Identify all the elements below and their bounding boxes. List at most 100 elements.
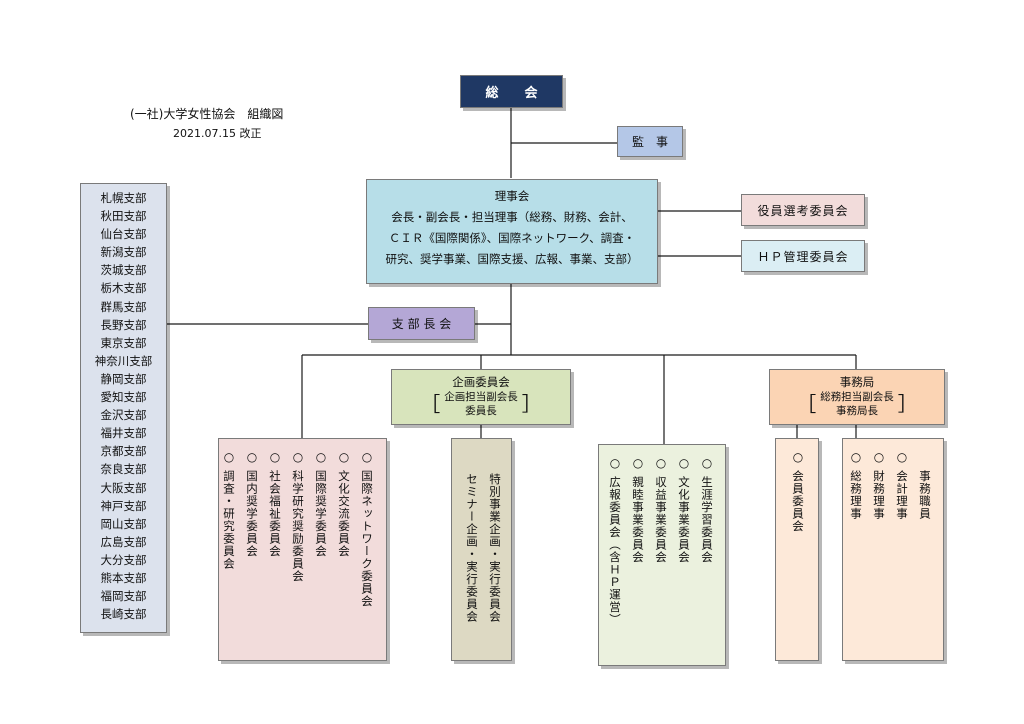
branch-item: 群馬支部 — [100, 299, 147, 314]
branch-item: 東京支部 — [100, 335, 147, 350]
committee-item: ○ 調査・研究委員会 — [219, 450, 239, 608]
committee-name: 文化事業委員会 — [677, 476, 691, 564]
committee-name: 収益事業委員会 — [654, 476, 668, 564]
circle-bullet: ○ — [632, 456, 644, 470]
committee-item: ○ 社会福祉委員会 — [265, 450, 285, 608]
planning-vice-president: 企画担当副会長 — [444, 391, 518, 403]
auditor-box: 監 事 — [617, 126, 683, 157]
branch-item: 栃木支部 — [100, 281, 147, 296]
branch-chief-meeting-box: 支 部 長 会 — [368, 307, 475, 340]
circle-bullet: ○ — [269, 450, 281, 464]
branch-item: 神戸支部 — [100, 498, 147, 513]
committee-item: ○ 収益事業委員会 — [651, 456, 671, 626]
officer-list: ○総務理事 ○ 財務理事 ○ 会計理事 事務職員 — [846, 450, 935, 520]
branch-chief-meeting-label: 支 部 長 会 — [391, 317, 452, 331]
board-members-line-1: 会長・副会長・担当理事（総務、財務、会計、 — [391, 210, 633, 224]
branch-item: 熊本支部 — [100, 570, 147, 585]
committee-item: ○ 親睦事業委員会 — [628, 456, 648, 626]
branch-item: 仙台支部 — [100, 227, 147, 242]
officer-item: ○ 会計理事 — [892, 450, 912, 520]
revision-date: 2021.07.15 改正 — [173, 127, 262, 140]
committee-name: 科学研究奨励委員会 — [291, 470, 305, 583]
committee-item: ○ 文化事業委員会 — [674, 456, 694, 626]
branch-item: 長崎支部 — [100, 607, 147, 622]
branch-item: 秋田支部 — [100, 209, 147, 224]
member-committee-item: ○ 会員委員会 — [788, 450, 808, 533]
secretariat-bracket-left: ［ — [796, 392, 817, 416]
project-committees-box: ○広報委員会（含ＨＰ運営） ○ 親睦事業委員会 ○ 収益事業委員会 ○ 文化事業委員会… — [598, 444, 726, 666]
planning-committee-title: 企画委員会 — [452, 375, 510, 389]
officer-item: 事務職員 — [915, 450, 935, 520]
seminar-committee-list: セミナー企画・実行委員会 特別事業企画・実行委員会 — [462, 473, 505, 623]
planning-bracket-left: ［ — [420, 392, 441, 416]
circle-bullet: ○ — [609, 456, 621, 470]
research-committees-box: ○調査・研究委員会 ○国内奨学委員会 ○社会福祉委員会 ○科学研究奨励委員会 ○… — [218, 438, 387, 661]
circle-bullet: ○ — [246, 450, 258, 464]
planning-bracket-right: ］ — [521, 392, 542, 416]
officer-election-committee-label: 役員選考委員会 — [757, 203, 849, 218]
branch-item: 茨城支部 — [100, 263, 147, 278]
accounting-director: 会計理事 — [895, 470, 909, 520]
branch-list-box: 札幌支部秋田支部仙台支部新潟支部茨城支部栃木支部群馬支部長野支部東京支部神奈川支… — [80, 183, 167, 633]
branch-item: 静岡支部 — [100, 371, 147, 386]
research-committee-list: ○調査・研究委員会 ○国内奨学委員会 ○社会福祉委員会 ○科学研究奨励委員会 ○… — [219, 450, 377, 608]
secretariat-title: 事務局 — [839, 375, 875, 389]
circle-bullet: ○ — [896, 450, 908, 464]
general-meeting-box: 総 会 — [460, 75, 563, 108]
committee-name: 国内奨学委員会 — [245, 470, 259, 558]
branch-item: 愛知支部 — [100, 390, 147, 405]
committee-item: ○ 国内奨学委員会 — [242, 450, 262, 608]
circle-bullet: ○ — [338, 450, 350, 464]
secretariat-officers-box: ○総務理事 ○ 財務理事 ○ 会計理事 事務職員 — [842, 438, 944, 661]
circle-bullet: ○ — [792, 450, 804, 464]
planning-chair: 委員長 — [465, 405, 497, 417]
secretariat-bracket-right: ］ — [897, 392, 918, 416]
board-members-line-3: 研究、奨学事業、国際支援、広報、事業、支部） — [385, 252, 639, 266]
project-committee-list: ○広報委員会（含ＨＰ運営） ○ 親睦事業委員会 ○ 収益事業委員会 ○ 文化事業委員会… — [605, 456, 717, 626]
seminar-committees-box: セミナー企画・実行委員会 特別事業企画・実行委員会 — [451, 438, 512, 661]
committee-item: ○広報委員会（含ＨＰ運営） — [605, 456, 625, 626]
circle-bullet: ○ — [655, 456, 667, 470]
branch-item: 福井支部 — [100, 426, 147, 441]
office-staff: 事務職員 — [918, 470, 932, 520]
board-members-line-2: ＣＩＲ《国際関係》、国際ネットワーク、調査・ — [388, 231, 636, 245]
branch-item: 奈良支部 — [100, 462, 147, 477]
committee-item: ○ 国際奨学委員会 — [311, 450, 331, 608]
auditor-label: 監 事 — [631, 135, 668, 149]
general-affairs-director: 総務理事 — [849, 470, 863, 520]
planning-committee-box: 企画委員会 ［ 企画担当副会長 委員長 ］ — [391, 369, 571, 425]
committee-item: ○ 国際ネットワーク委員会 — [357, 450, 377, 608]
circle-bullet: ○ — [701, 456, 713, 470]
officer-item: ○総務理事 — [846, 450, 866, 520]
committee-name: 国際ネットワーク委員会 — [360, 470, 374, 608]
committee-item: ○生涯学習委員会 — [697, 456, 717, 626]
branch-item: 神奈川支部 — [94, 353, 153, 368]
circle-bullet: ○ — [223, 450, 235, 464]
branch-item: 札幌支部 — [100, 191, 147, 205]
officer-election-committee-box: 役員選考委員会 — [741, 194, 865, 226]
board-of-directors-box: 理事会 会長・副会長・担当理事（総務、財務、会計、 ＣＩＲ《国際関係》、国際ネッ… — [366, 179, 658, 284]
circle-bullet: ○ — [361, 450, 373, 464]
branch-item: 広島支部 — [100, 534, 147, 549]
circle-bullet: ○ — [315, 450, 327, 464]
org-title: (一社)大学女性協会 組織図 — [130, 107, 284, 121]
member-committee-box: ○ 会員委員会 — [775, 438, 819, 661]
committee-name: 調査・研究委員会 — [222, 470, 236, 570]
committee-name: 文化交流委員会 — [337, 470, 351, 558]
branch-item: 京都支部 — [100, 444, 147, 459]
branch-item: 福岡支部 — [100, 589, 147, 604]
branch-item: 大阪支部 — [100, 480, 147, 495]
general-meeting-label: 総 会 — [485, 86, 538, 101]
circle-bullet: ○ — [678, 456, 690, 470]
branch-item: 大分支部 — [100, 552, 147, 567]
finance-director: 財務理事 — [872, 470, 886, 520]
secretariat-box: 事務局 ［ 総務担当副会長 事務局長 ］ — [769, 369, 945, 425]
committee-name: 社会福祉委員会 — [268, 470, 282, 558]
secretariat-vice-president: 総務担当副会長 — [820, 391, 894, 403]
special-project-committee: 特別事業企画・実行委員会 — [488, 473, 502, 623]
committee-name: 国際奨学委員会 — [314, 470, 328, 558]
committee-name: 親睦事業委員会 — [631, 476, 645, 564]
committee-item: ○科学研究奨励委員会 — [288, 450, 308, 608]
branch-item: 金沢支部 — [100, 408, 147, 423]
